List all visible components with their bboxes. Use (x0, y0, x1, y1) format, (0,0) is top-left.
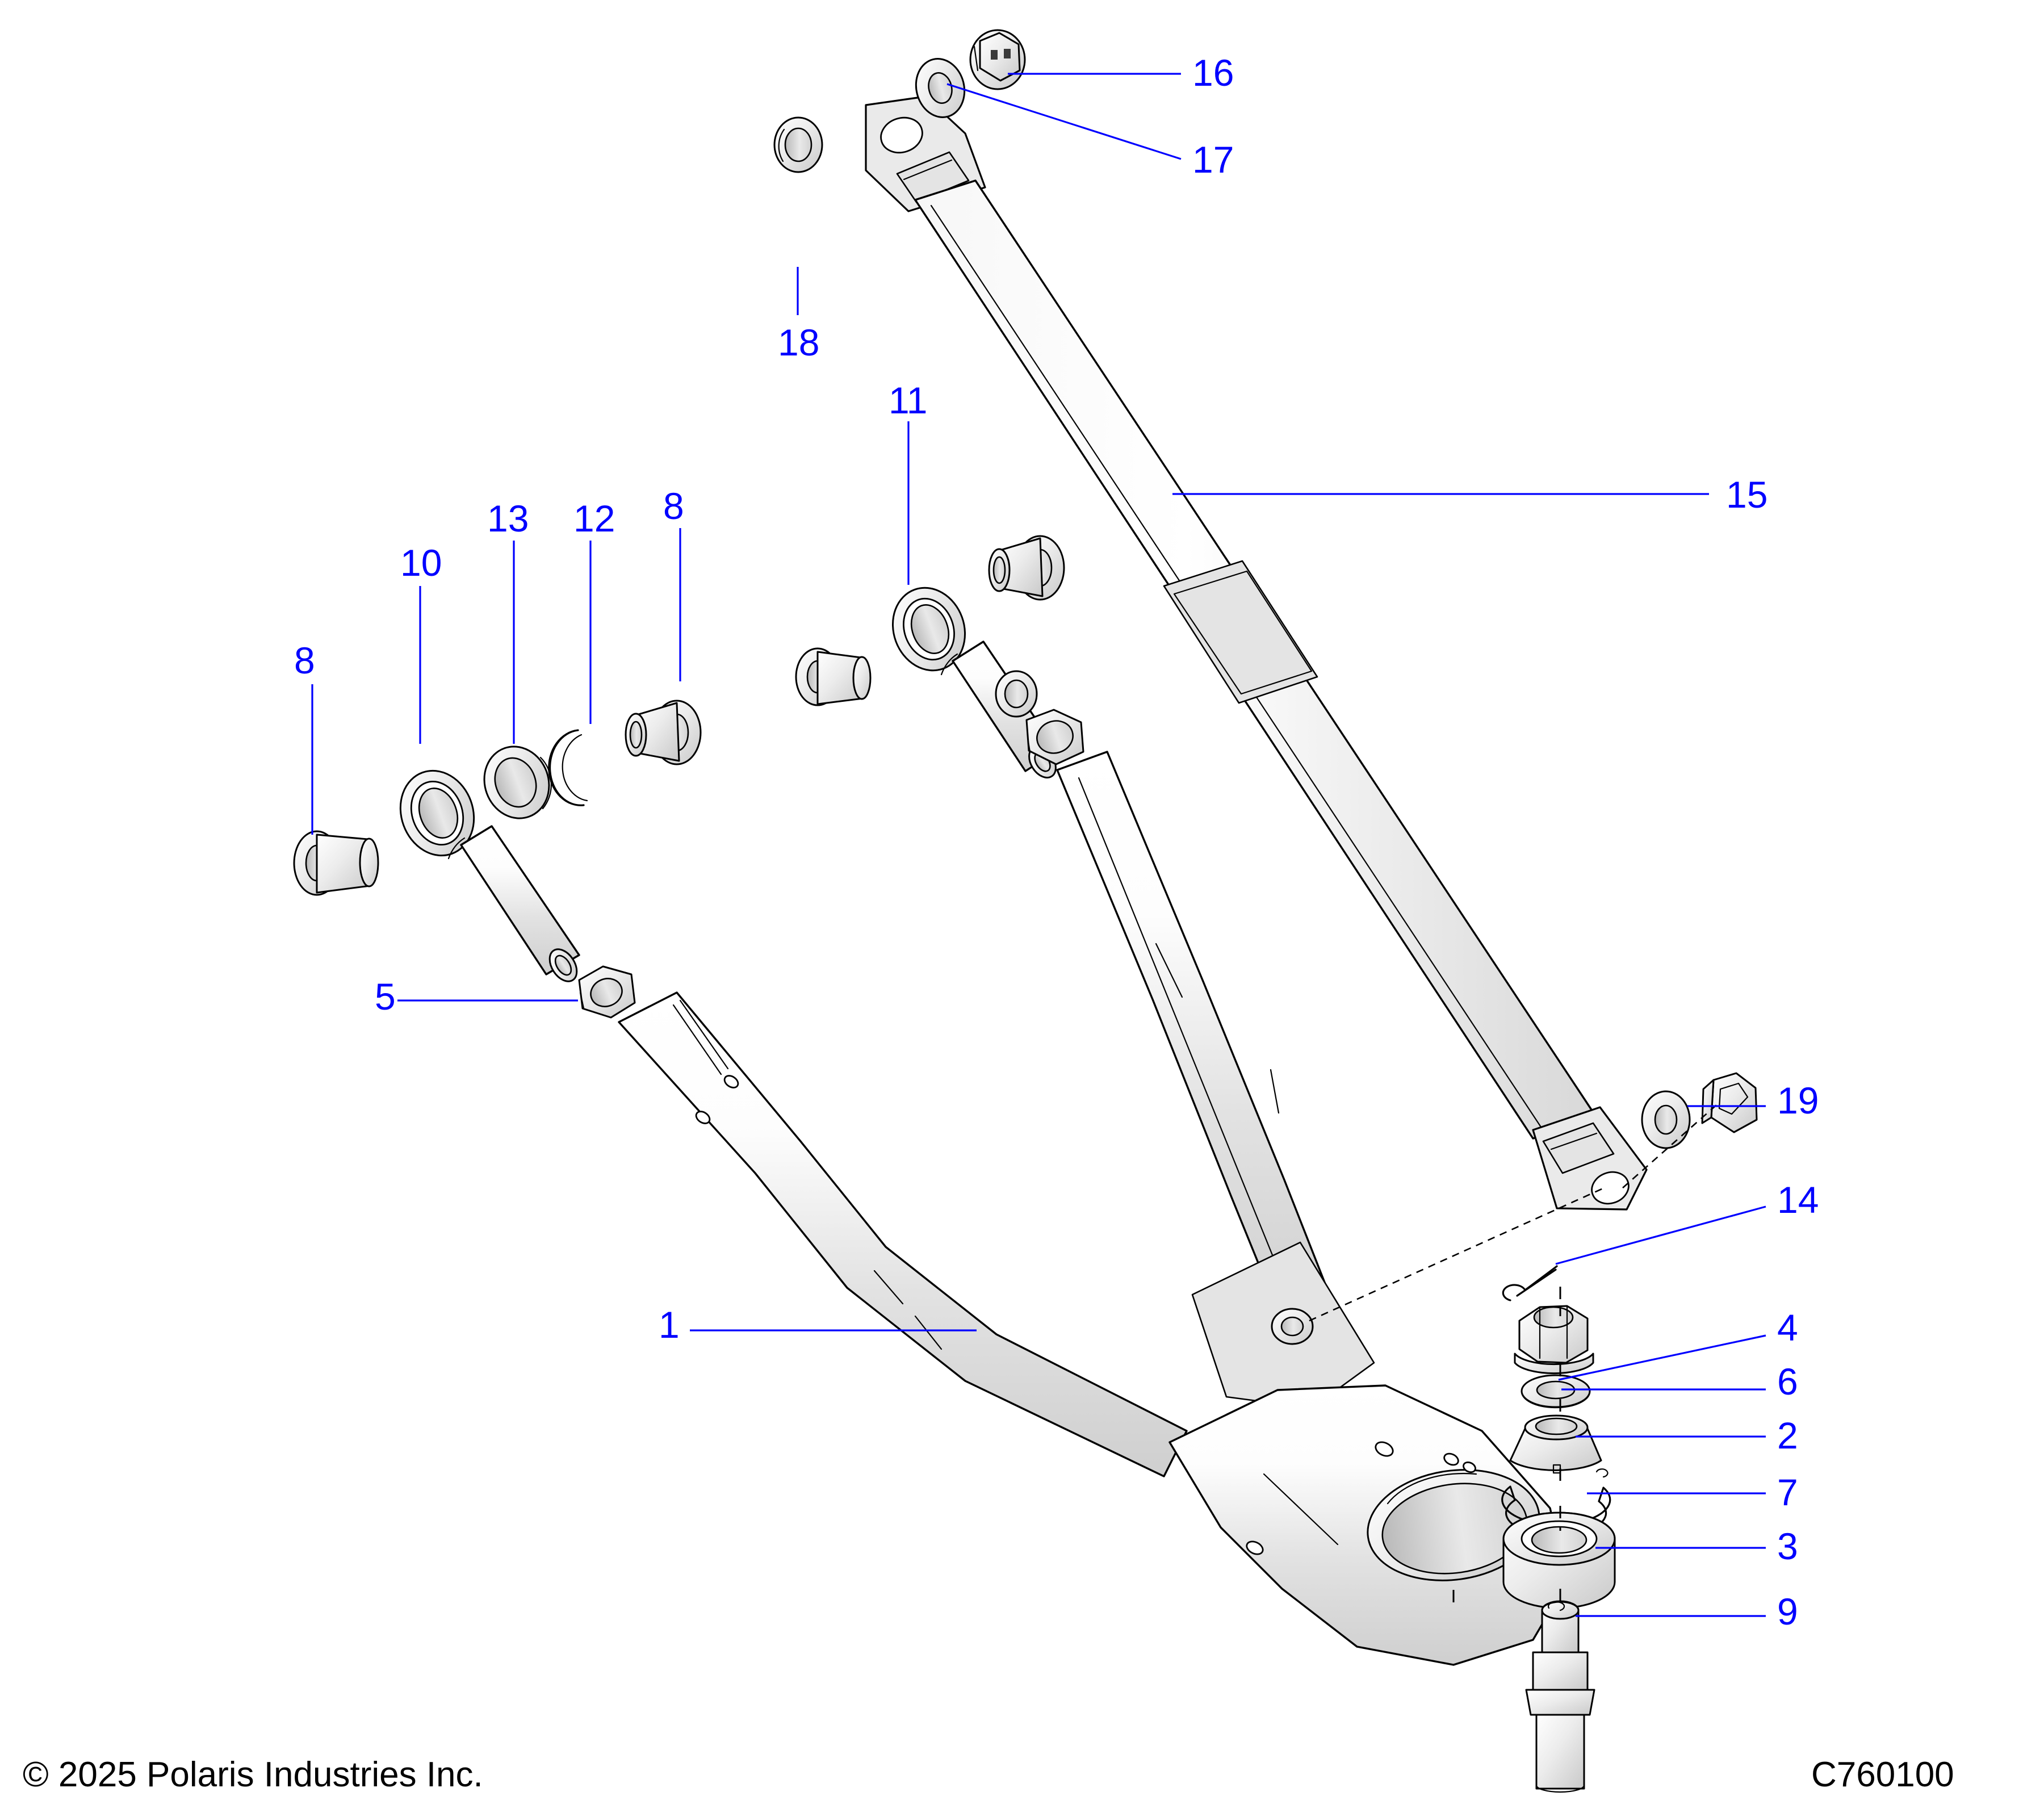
leader-line-flat-washer-upper (946, 83, 1182, 160)
callout-number-dust-cap-seal[interactable]: 2 (1777, 1414, 1798, 1456)
callout-number-retaining-snap-ring[interactable]: 7 (1777, 1471, 1798, 1513)
callout-number-jam-nut-lower[interactable]: 5 (375, 976, 396, 1018)
callout-number-ball-joint-stud[interactable]: 9 (1777, 1590, 1798, 1632)
left-rod-end-art (293, 700, 702, 1019)
callout-number-control-arm-weldment[interactable]: 1 (659, 1304, 680, 1346)
callout-number-hex-flange-bolt[interactable]: 19 (1777, 1079, 1819, 1121)
leader-line-castle-nut (1558, 1334, 1766, 1381)
callout-number-castle-nut[interactable]: 4 (1777, 1307, 1798, 1349)
callout-number-flat-washer-upper[interactable]: 17 (1192, 139, 1234, 181)
callout-number-bushing-sleeve[interactable]: 3 (1777, 1525, 1798, 1567)
drawing-number: C760100 (1811, 1755, 1954, 1794)
top-hardware-art (773, 29, 1026, 173)
copyright-notice: © 2025 Polaris Industries Inc. (23, 1755, 483, 1794)
callout-number-cotter-pin[interactable]: 14 (1777, 1179, 1819, 1221)
leader-line-cotter-pin (1555, 1205, 1766, 1265)
bolt-19-art (1622, 1072, 1758, 1188)
callout-number-flange-lock-nut[interactable]: 16 (1192, 52, 1234, 94)
middle-rod-end-art (795, 535, 1084, 778)
callout-number-bearing-race-spacer[interactable]: 13 (487, 497, 529, 539)
callout-number-radius-rod-strut-bar[interactable]: 15 (1726, 474, 1768, 516)
callout-number-pivot-bushing-outer-right[interactable]: 8 (663, 485, 684, 527)
callout-number-rod-end-upper[interactable]: 11 (889, 379, 928, 421)
callout-number-flat-washer[interactable]: 6 (1777, 1360, 1798, 1402)
callout-number-pivot-bushing-outer-left[interactable]: 8 (294, 639, 315, 681)
callout-number-retaining-ring-rod-end[interactable]: 12 (573, 497, 615, 539)
ball-joint-stack-art (1452, 1265, 1616, 1793)
callout-number-pivot-bushing-upper[interactable]: 18 (778, 321, 820, 363)
radius-rod-art (865, 95, 1648, 1211)
control-arm-art (618, 751, 1607, 1666)
callout-number-rod-end-heim-joint[interactable]: 10 (400, 542, 442, 584)
